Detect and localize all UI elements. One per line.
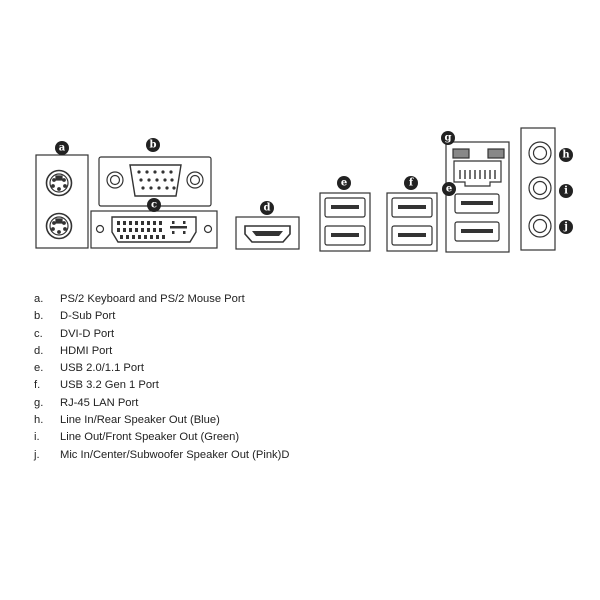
callout-i: i — [559, 184, 573, 198]
legend-text: D-Sub Port — [60, 310, 116, 323]
legend-key: h. — [34, 414, 44, 427]
legend-text: HDMI Port — [60, 344, 113, 357]
legend-text: USB 3.2 Gen 1 Port — [60, 379, 159, 392]
lan-usb-stack — [445, 141, 510, 253]
legend-key: f. — [34, 379, 41, 392]
legend-key: j. — [34, 448, 40, 461]
svg-text:h: h — [562, 150, 570, 161]
legend-key: c. — [34, 327, 43, 340]
io-panel-diagram: a b c d e f g e h i j — [35, 127, 573, 253]
svg-text:g: g — [445, 133, 452, 144]
svg-text:f: f — [409, 178, 414, 189]
legend-key: g. — [34, 396, 44, 409]
callout-j: j — [559, 220, 573, 234]
legend-item-b: b. D-Sub Port — [34, 308, 289, 325]
legend-text: Line In/Rear Speaker Out (Blue) — [60, 414, 220, 427]
legend-text: PS/2 Keyboard and PS/2 Mouse Port — [60, 293, 245, 305]
callout-d: d — [260, 201, 274, 215]
legend-key: i. — [34, 431, 40, 444]
legend-text: DVI-D Port — [60, 327, 115, 340]
callout-a: a — [55, 141, 69, 155]
callout-g: g — [441, 131, 455, 145]
svg-text:a: a — [59, 143, 66, 154]
audio-jacks — [520, 127, 556, 251]
legend-text: Mic In/Center/Subwoofer Speaker Out (Pin… — [60, 448, 290, 461]
legend-text: USB 2.0/1.1 Port — [60, 362, 144, 375]
svg-text:i: i — [564, 186, 568, 197]
callout-b: b — [146, 138, 160, 152]
legend-text: Line Out/Front Speaker Out (Green) — [60, 431, 240, 444]
legend-item-g: g. RJ-45 LAN Port — [34, 395, 289, 412]
svg-text:e: e — [446, 184, 452, 195]
callout-e-lan: e — [442, 182, 456, 196]
dvi-d-port — [90, 210, 218, 249]
callout-c: c — [147, 198, 161, 212]
port-legend: a. PS/2 Keyboard and PS/2 Mouse Port b. D-… — [34, 291, 289, 464]
usb3-ports — [386, 192, 438, 252]
legend-item-a: a. PS/2 Keyboard and PS/2 Mouse Port — [34, 291, 289, 308]
callout-labels: a b c d e f g e h i j — [55, 131, 573, 234]
legend-key: e. — [34, 362, 44, 375]
legend-key: b. — [34, 310, 44, 323]
legend-text: RJ-45 LAN Port — [60, 396, 139, 409]
svg-text:c: c — [151, 200, 157, 211]
legend-item-j: j. Mic In/Center/Subwoofer Speaker Out (P… — [34, 447, 289, 464]
usb2-ports — [319, 192, 371, 252]
legend-item-d: d. HDMI Port — [34, 343, 289, 360]
legend-item-f: f. USB 3.2 Gen 1 Port — [34, 377, 289, 394]
svg-text:d: d — [264, 203, 271, 214]
svg-text:e: e — [341, 178, 347, 189]
legend-item-e: e. USB 2.0/1.1 Port — [34, 360, 289, 377]
legend-key: d. — [34, 344, 44, 357]
hdmi-port — [235, 216, 300, 250]
d-sub-port — [98, 156, 212, 207]
callout-f: f — [404, 176, 418, 190]
legend-item-i: i. Line Out/Front Speaker Out (Green) — [34, 429, 289, 446]
svg-text:j: j — [563, 222, 568, 233]
ps2-ports — [35, 154, 89, 249]
svg-text:b: b — [150, 140, 157, 151]
callout-e: e — [337, 176, 351, 190]
legend-item-c: c. DVI-D Port — [34, 326, 289, 343]
callout-h: h — [559, 148, 573, 162]
legend-item-h: h. Line In/Rear Speaker Out (Blue) — [34, 412, 289, 429]
legend-key: a. — [34, 293, 44, 305]
